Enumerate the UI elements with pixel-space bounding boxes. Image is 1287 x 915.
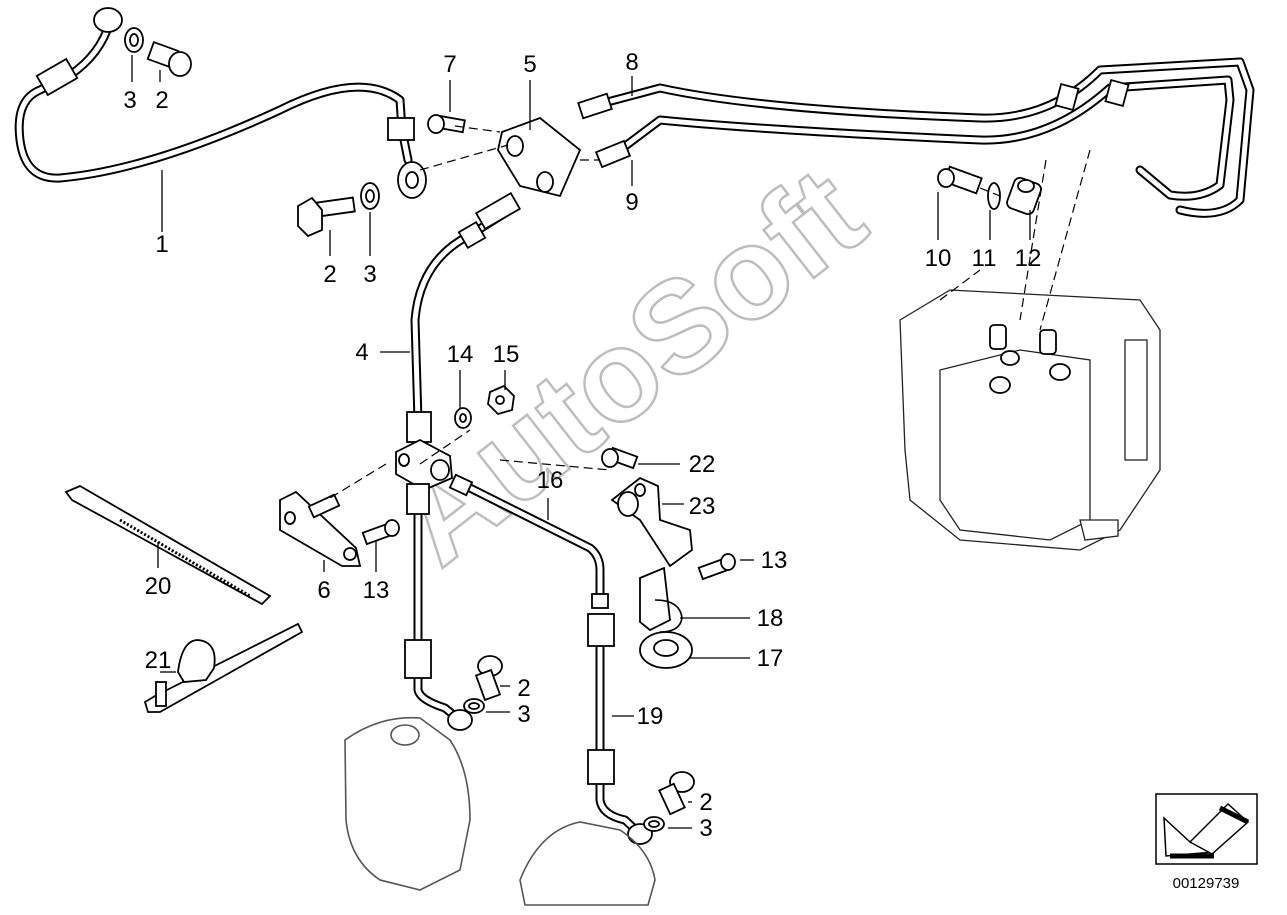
callout-19: 19 [637,703,664,730]
sleeve-12 [1006,176,1042,216]
callout-16: 16 [537,467,564,494]
nut-15 [487,384,515,416]
callout-13: 13 [761,547,788,574]
abs-modulator [899,289,1161,551]
bracket-5 [497,116,582,198]
banjo-bolt-lower-right [658,771,695,816]
screw-10 [937,165,983,195]
cable-holder-21 [143,622,304,713]
screw-22 [601,446,639,470]
callout-13: 13 [363,577,390,604]
callout-11: 11 [972,245,997,272]
screw-13-right [697,553,736,581]
sealing-ring-mid [360,182,380,210]
reference-code: 00129739 [1173,875,1240,892]
callout-2: 2 [155,87,168,114]
callout-7: 7 [443,51,456,78]
grommet-17 [639,631,693,669]
callout-3: 3 [699,815,712,842]
cable-tie-20 [64,484,272,606]
brake-hose-lower-left [404,483,473,731]
clip-18 [639,566,683,633]
assembly-lines [329,125,1091,499]
callout-12: 12 [1015,245,1042,272]
banjo-bolt-mid [297,196,356,238]
sealing-ring-lower-right [643,816,665,832]
callout-15: 15 [493,341,520,368]
screw-7 [427,114,466,134]
callout-3: 3 [363,261,376,288]
callout-2: 2 [323,261,336,288]
sealing-ring-lower-left [463,698,485,714]
banjo-bolt-top [146,40,192,77]
callout-17: 17 [757,645,784,672]
brake-caliper-left [344,716,471,891]
t-piece [395,438,453,492]
callout-2: 2 [517,675,530,702]
callout-10: 10 [925,245,952,272]
callout-2: 2 [699,789,712,816]
callout-9: 9 [625,189,638,216]
callout-3: 3 [123,87,136,114]
callout-20: 20 [145,573,172,600]
callout-6: 6 [317,577,330,604]
sealing-ring-top [124,27,144,53]
callout-14: 14 [447,341,474,368]
leader-lines [131,55,1031,829]
brake-hose-front-left [14,7,427,199]
brake-lines-8-9 [577,57,1255,218]
holder-23 [610,476,693,568]
callout-3: 3 [517,701,530,728]
callout-22: 22 [689,451,716,478]
banjo-bolt-lower-left [474,655,503,702]
brake-hose-4 [406,191,522,443]
callout-21: 21 [145,647,172,674]
callout-18: 18 [757,605,784,632]
callout-1: 1 [155,231,168,258]
brake-caliper-right [519,821,656,906]
callout-4: 4 [355,339,368,366]
callout-8: 8 [625,49,638,76]
callout-23: 23 [689,493,716,520]
screw-13-left [361,519,400,546]
callout-5: 5 [523,51,536,78]
washer-11 [987,182,1001,210]
callouts: 1 2 3 2 3 4 5 6 7 8 9 10 11 12 13 13 14 … [123,49,1041,842]
washer-14 [454,407,472,429]
bracket-6 [279,490,362,567]
brake-line-16 [448,473,609,609]
reference-box: 00129739 [1155,793,1258,892]
